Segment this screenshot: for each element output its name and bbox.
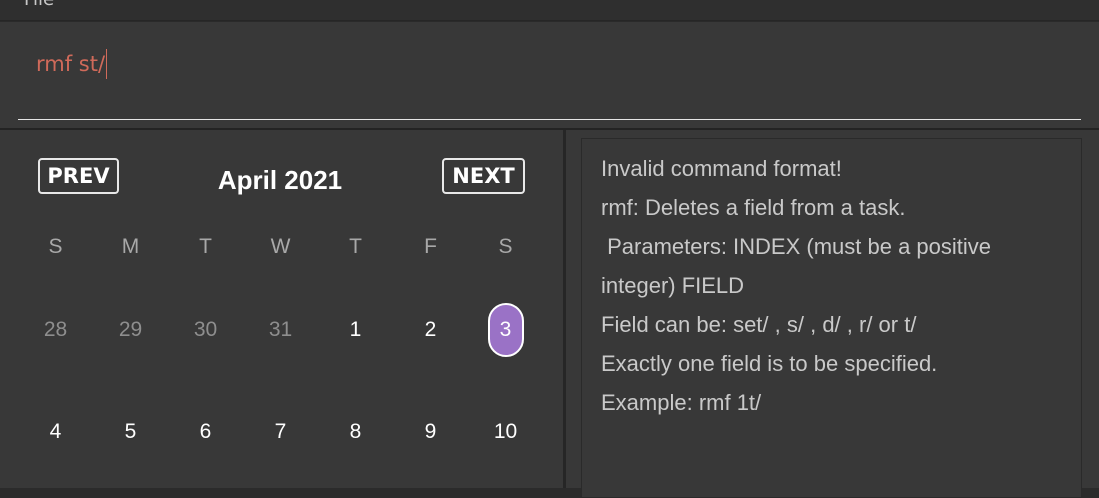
menu-file[interactable]: File [24,0,54,12]
calendar-day[interactable]: 7 [243,402,318,462]
calendar-day-today[interactable]: 3 [468,300,543,360]
calendar-panel: PREV April 2021 NEXT S M T W T F S 28 29… [0,130,563,488]
command-text: rmf st/ [36,52,106,76]
day-number: 31 [268,318,293,341]
result-display[interactable]: Invalid command format! rmf: Deletes a f… [581,138,1082,498]
calendar-day[interactable]: 10 [468,402,543,462]
calendar-week: 28 29 30 31 1 2 3 [18,300,543,360]
weekday-header: T [199,235,212,258]
calendar-day[interactable]: 1 [318,300,393,360]
result-line: Invalid command format! [601,156,842,181]
weekday-header: S [498,235,513,258]
calendar-day[interactable]: 8 [318,402,393,462]
calendar-day[interactable]: 6 [168,402,243,462]
calendar-day[interactable]: 31 [243,300,318,360]
result-line: Example: rmf 1t/ [601,390,762,415]
calendar-day[interactable]: 5 [93,402,168,462]
menu-bar: File [0,0,1099,21]
horizontal-divider [0,128,1099,130]
weekday-header: W [270,235,291,258]
prev-month-button[interactable]: PREV [38,158,119,194]
day-number: 28 [43,318,68,341]
result-panel: Invalid command format! rmf: Deletes a f… [566,130,1099,498]
weekday-header: T [349,235,362,258]
day-number: 4 [49,420,62,443]
calendar-day[interactable]: 9 [393,402,468,462]
command-box: rmf st/ [0,21,1099,129]
weekday-header-row: S M T W T F S [18,232,543,262]
result-line: Parameters: INDEX (must be a positive [601,234,992,259]
next-month-button[interactable]: NEXT [442,158,525,194]
day-number: 10 [493,420,518,443]
calendar-day[interactable]: 2 [393,300,468,360]
result-line: Exactly one field is to be specified. [601,351,938,376]
day-number: 1 [349,318,362,341]
result-line: integer) FIELD [601,273,745,298]
calendar-day[interactable]: 30 [168,300,243,360]
day-number: 5 [124,420,137,443]
month-title: April 2021 [217,165,343,195]
calendar-day[interactable]: 28 [18,300,93,360]
day-number: 29 [118,318,143,341]
calendar-week: 4 5 6 7 8 9 10 [18,402,543,462]
day-number: 6 [199,420,212,443]
day-number: 9 [424,420,437,443]
command-input[interactable]: rmf st/ [36,49,108,79]
day-number: 30 [193,318,218,341]
day-number: 2 [424,318,437,341]
calendar-day[interactable]: 4 [18,402,93,462]
result-line: rmf: Deletes a field from a task. [601,195,906,220]
text-caret [106,49,108,79]
weekday-header: M [121,235,140,258]
vertical-divider [563,130,566,488]
today-highlight: 3 [487,303,524,357]
weekday-header: F [424,235,437,258]
day-number: 7 [274,420,287,443]
result-line: Field can be: set/ , s/ , d/ , r/ or t/ [601,312,917,337]
calendar-day[interactable]: 29 [93,300,168,360]
day-number: 8 [349,420,362,443]
weekday-header: S [48,235,63,258]
command-underline [18,119,1081,120]
